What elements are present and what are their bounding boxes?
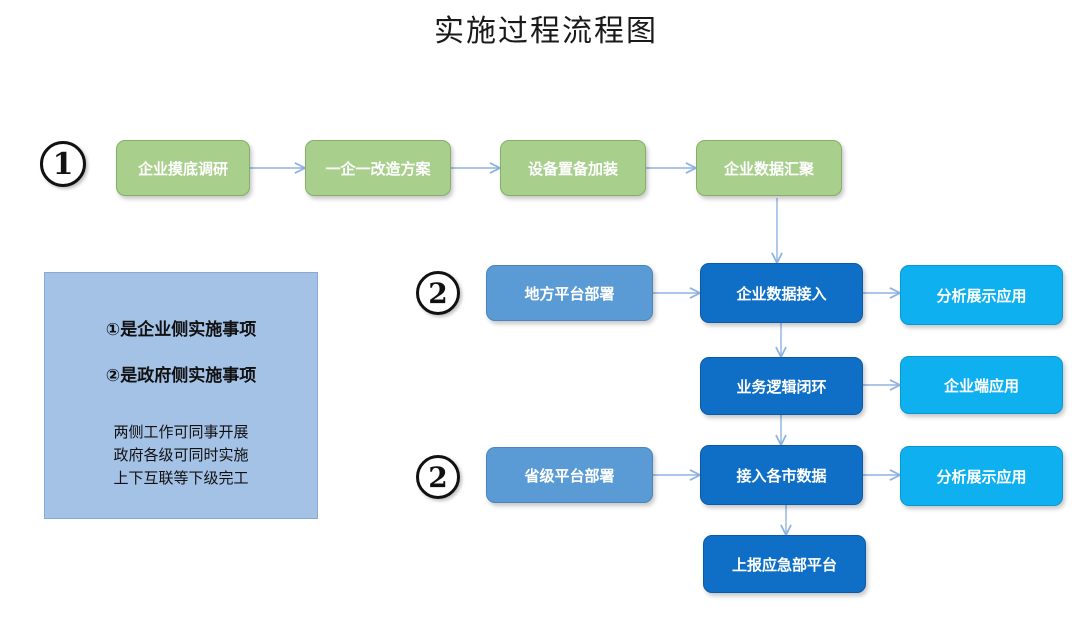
step2-marker-top-label: 2 [428, 276, 448, 310]
step1-marker: 1 [40, 141, 86, 187]
box-analysis-app-bottom: 分析展示应用 [900, 446, 1063, 506]
box-logic-loop: 业务逻辑闭环 [700, 357, 863, 415]
box-analysis-app-top: 分析展示应用 [900, 265, 1063, 325]
box-enterprise-app: 企业端应用 [900, 356, 1063, 414]
box-city-data-access: 接入各市数据 [700, 445, 863, 505]
box-data-aggregation: 企业数据汇聚 [696, 140, 842, 196]
step2-marker-bottom: 2 [416, 455, 460, 499]
page-title: 实施过程流程图 [434, 14, 658, 49]
box-equipment-install: 设备置备加装 [500, 140, 646, 196]
note-government-side: ②是政府侧实施事项 [105, 366, 257, 386]
note-enterprise-side: ①是企业侧实施事项 [105, 320, 257, 340]
box-report-platform: 上报应急部平台 [703, 535, 866, 593]
box-retrofit-plan: 一企一改造方案 [305, 140, 451, 196]
legend-note-panel: ①是企业侧实施事项 ②是政府侧实施事项 两侧工作可同事开展 政府各级可同时实施 … [44, 272, 318, 519]
box-local-platform: 地方平台部署 [486, 265, 653, 321]
box-enterprise-survey: 企业摸底调研 [116, 140, 250, 196]
box-provincial-platform: 省级平台部署 [486, 447, 653, 503]
note-line-4: 政府各级可同时实施 [113, 446, 249, 464]
note-line-3: 两侧工作可同事开展 [113, 423, 249, 441]
box-data-access: 企业数据接入 [700, 263, 863, 323]
step2-marker-bottom-label: 2 [428, 460, 448, 494]
note-line-5: 上下互联等下级完工 [113, 469, 249, 487]
step2-marker-top: 2 [416, 271, 460, 315]
step1-marker-label: 1 [52, 146, 74, 182]
